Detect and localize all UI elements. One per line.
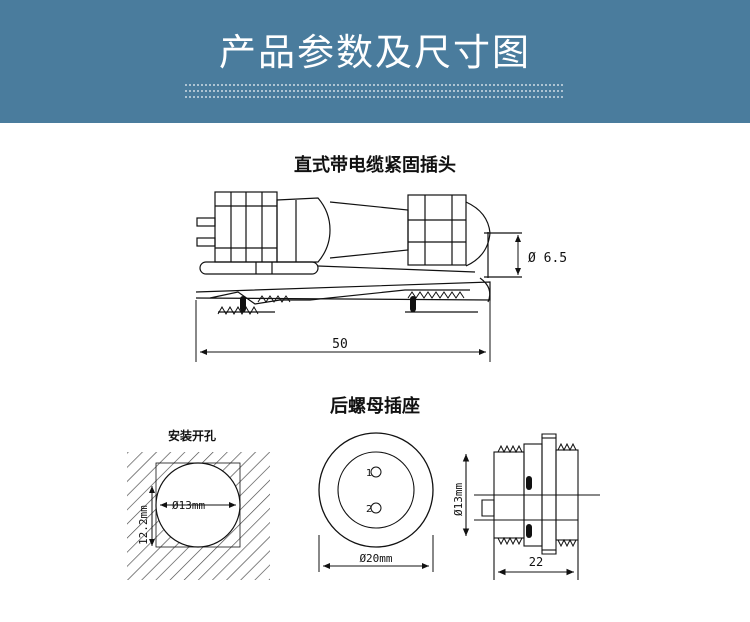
page-title: 产品参数及尺寸图 (219, 31, 531, 74)
side-seal-top (526, 476, 532, 490)
cutout-hole-label: Ø13mm (172, 499, 205, 512)
plug-dimensions (195, 235, 521, 362)
cutout-title: 安装开孔 (168, 428, 216, 443)
plug-diameter-label: Ø 6.5 (528, 251, 567, 266)
side-diameter-label: Ø13mm (452, 483, 465, 516)
side-seal-bottom (526, 524, 532, 538)
pin-1-label: 1 (366, 468, 372, 479)
plug-thread-left (217, 305, 259, 316)
pin-2-label: 2 (366, 504, 372, 515)
front-diameter-label: Ø20mm (359, 552, 392, 565)
plug-thread-middle (257, 295, 291, 303)
plug-thread-right (407, 291, 465, 299)
plug-length-label: 50 (332, 337, 348, 352)
banner-decoration-line (185, 84, 565, 86)
side-thread-top (497, 442, 577, 454)
mounting-cutout-drawing (127, 452, 270, 580)
banner-decoration-line (185, 90, 565, 92)
socket-front-view (318, 432, 434, 572)
side-thread-bottom (497, 536, 577, 548)
header-banner: 产品参数及尺寸图 (0, 0, 750, 123)
cutout-height-label: 12.2mm (137, 505, 150, 545)
plug-drawing (195, 191, 522, 313)
socket-side-view (462, 433, 600, 580)
side-length-label: 22 (529, 555, 543, 569)
plug-seal-left (240, 296, 246, 312)
plug-seal-right (410, 296, 416, 312)
plug-section-title: 直式带电缆紧固插头 (294, 155, 456, 176)
socket-section-title: 后螺母插座 (330, 396, 420, 417)
banner-decoration-line (185, 96, 565, 98)
